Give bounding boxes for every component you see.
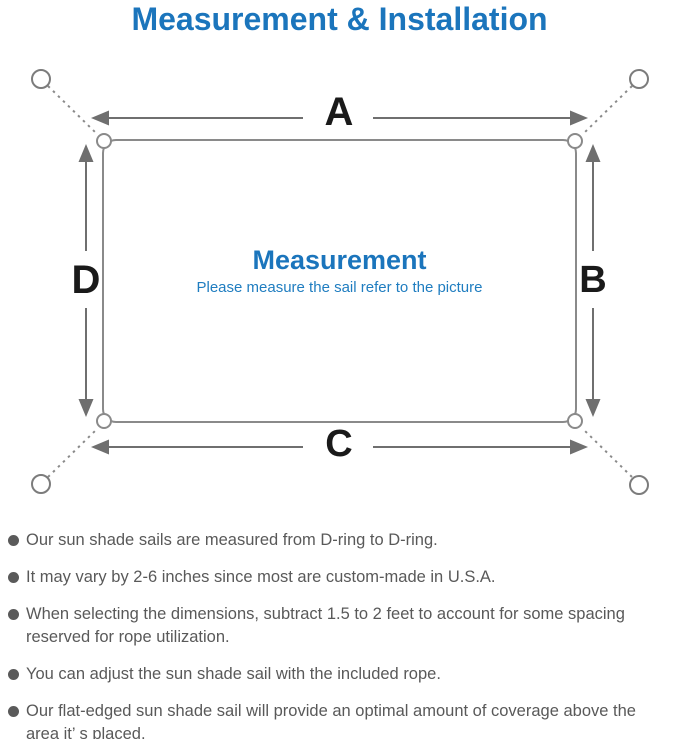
arrowhead-down-icon-d [78,399,94,417]
arrowhead-right-icon-c [570,439,588,455]
arrowhead-left-icon-c [91,439,109,455]
diagram-center-title: Measurement [252,245,427,275]
anchor-ring-icon-top-left [31,69,51,89]
rope-line-bottom-right [582,428,633,478]
dimension-label-b: B [579,259,607,301]
diagram-center-subtitle: Please measure the sail refer to the pic… [196,279,483,296]
note-text: You can adjust the sun shade sail with t… [26,665,441,683]
dimension-label-d: D [71,258,101,302]
measurement-notes-list: Our sun shade sails are measured from D-… [8,529,672,739]
arrowhead-right-icon-a [570,110,588,126]
anchor-ring-icon-bottom-left [31,474,51,494]
bullet-icon [8,706,19,717]
rope-line-top-left [47,85,98,135]
note-text: It may vary by 2-6 inches since most are… [26,568,496,586]
note-text: When selecting the dimensions, subtract … [26,605,625,646]
anchor-ring-icon-bottom-right [629,475,649,495]
d-ring-bumps [96,133,583,429]
list-item: When selecting the dimensions, subtract … [8,603,672,649]
rope-line-top-right [582,85,633,135]
d-ring-icon-bottom-left [96,413,112,429]
measurement-diagram [31,69,649,495]
arrowhead-left-icon-a [91,110,109,126]
list-item: It may vary by 2-6 inches since most are… [8,566,672,589]
list-item: Our sun shade sails are measured from D-… [8,529,672,552]
anchor-rings [31,69,649,495]
bullet-icon [8,609,19,620]
d-ring-icon-bottom-right [567,413,583,429]
sail-outline [102,139,577,423]
page-title: Measurement & Installation [131,1,548,37]
anchor-ring-icon-top-right [629,69,649,89]
arrowhead-down-icon-b [585,399,601,417]
d-ring-icon-top-left [96,133,112,149]
list-item: You can adjust the sun shade sail with t… [8,663,672,686]
bullet-icon [8,669,19,680]
dimension-label-a: A [324,90,354,134]
bullet-icon [8,572,19,583]
bullet-icon [8,535,19,546]
arrowhead-up-icon-d [78,144,94,162]
rope-line-bottom-left [47,428,98,478]
arrowhead-up-icon-b [585,144,601,162]
list-item: Our flat-edged sun shade sail will provi… [8,700,672,739]
dimension-label-c: C [325,423,353,465]
rope-dotted-lines [47,85,633,478]
note-text: Our flat-edged sun shade sail will provi… [26,702,636,739]
d-ring-icon-top-right [567,133,583,149]
note-text: Our sun shade sails are measured from D-… [26,531,438,549]
